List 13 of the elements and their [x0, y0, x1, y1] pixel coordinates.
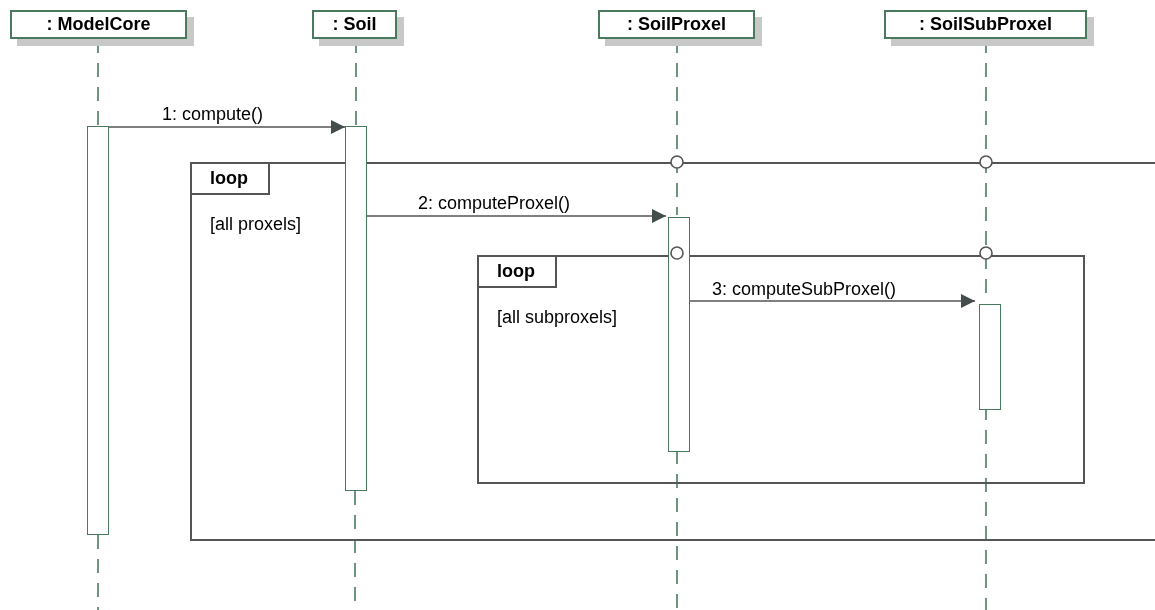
frame-operator-tab: loop [192, 164, 270, 195]
message-arrow [108, 120, 346, 134]
message-label: 2: computeProxel() [418, 193, 571, 213]
message-arrow [366, 209, 667, 223]
guard-condition: [all proxels] [210, 214, 302, 235]
guard-condition: [all subproxels] [497, 307, 618, 328]
frame-operator-tab: loop [479, 257, 557, 288]
activation-bar [979, 304, 1001, 410]
message-label: 1: compute() [162, 104, 264, 124]
activation-bar [345, 126, 367, 491]
message-label: 3: computeSubProxel() [712, 279, 897, 299]
activation-bar [668, 217, 690, 452]
activation-bar [87, 126, 109, 535]
